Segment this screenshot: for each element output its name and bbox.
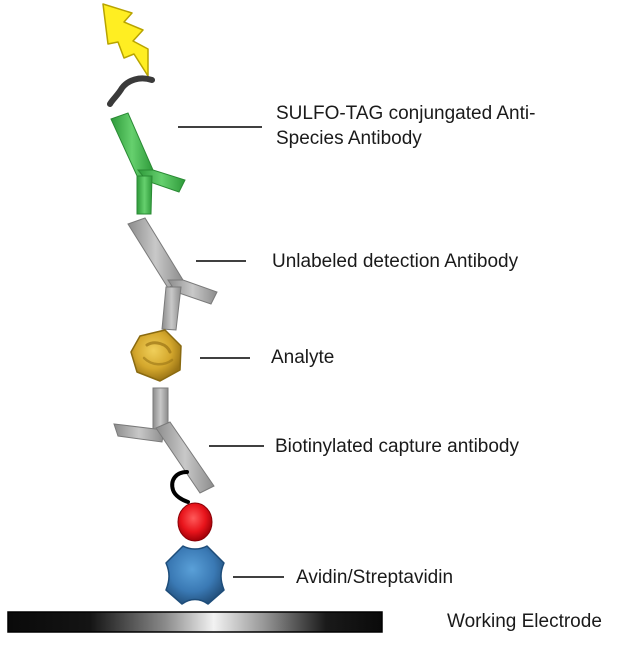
label-detection-antibody: Unlabeled detection Antibody bbox=[272, 251, 519, 272]
lightning-bolt-icon bbox=[102, 3, 149, 77]
biotin-icon bbox=[177, 502, 213, 542]
label-sulfo-tag-line1: SULFO-TAG conjungated Anti- bbox=[276, 103, 536, 124]
label-capture-antibody: Biotinylated capture antibody bbox=[275, 436, 519, 457]
label-sulfo-tag-antibody: SULFO-TAG conjungated Anti- Species Anti… bbox=[276, 101, 535, 151]
avidin-icon bbox=[165, 545, 225, 605]
analyte-icon bbox=[130, 329, 182, 382]
label-analyte: Analyte bbox=[271, 347, 335, 368]
detection-antibody-icon bbox=[127, 217, 218, 331]
sulfo-tag-antibody-icon bbox=[110, 112, 186, 215]
label-working-electrode: Working Electrode bbox=[447, 611, 602, 632]
label-sulfo-tag-line2: Species Antibody bbox=[276, 128, 422, 149]
linker-curve-icon bbox=[107, 75, 155, 107]
label-avidin: Avidin/Streptavidin bbox=[296, 567, 454, 588]
biotin-linker-icon bbox=[170, 470, 190, 504]
capture-antibody-icon bbox=[113, 387, 215, 494]
working-electrode-bar bbox=[7, 611, 383, 633]
